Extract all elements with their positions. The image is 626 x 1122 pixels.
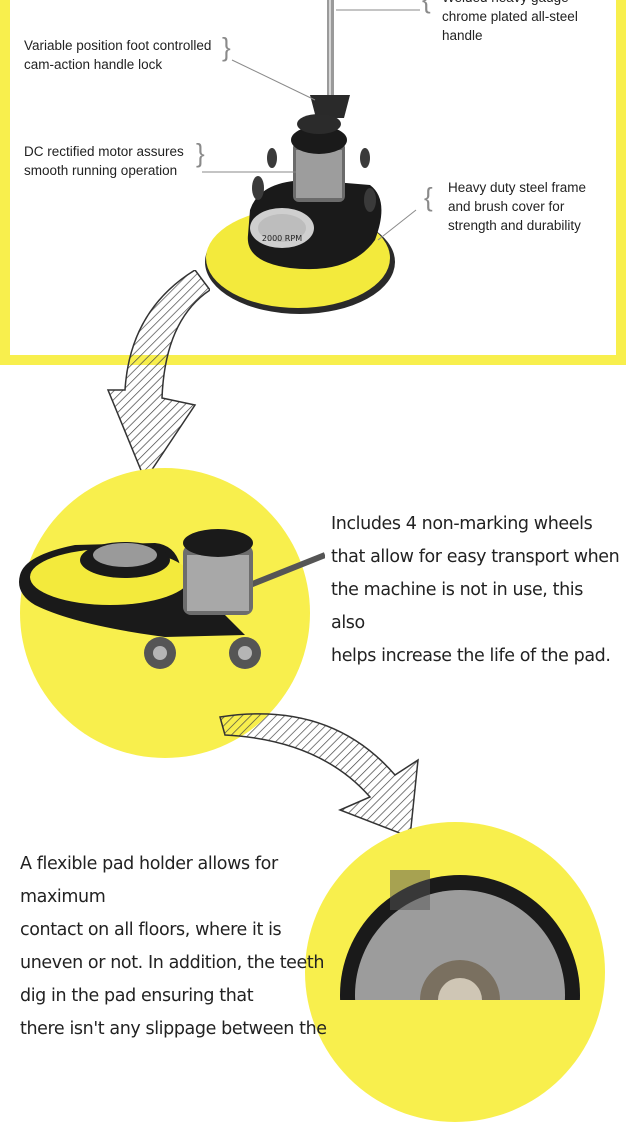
- pad-holder-image: [340, 870, 580, 1000]
- text-line: uneven or not. In addition, the teeth: [20, 953, 325, 973]
- floor-machine-image: 2000 RPM: [202, 0, 420, 314]
- text-line: helps increase the life of the pad.: [331, 646, 611, 666]
- text-line: there isn't any slippage between the: [20, 1019, 327, 1039]
- frame-callout: Heavy duty steel frame and brush cover f…: [448, 180, 587, 233]
- rpm-label: 2000 RPM: [262, 234, 302, 243]
- text-line: that allow for easy transport when: [331, 547, 620, 567]
- brace-icon: }: [196, 138, 205, 168]
- curved-arrow-icon: [106, 270, 210, 482]
- pad-description: A flexible pad holder allows for maximum…: [20, 848, 365, 1046]
- text-line: contact on all floors, where it is: [20, 920, 282, 940]
- curved-arrow-icon: [219, 713, 419, 839]
- brace-icon: {: [424, 182, 433, 212]
- text-line: Includes 4 non-marking wheels: [331, 514, 593, 534]
- wheels-description: Includes 4 non-marking wheels that allow…: [331, 508, 621, 673]
- machine-side-image: [19, 529, 325, 669]
- text-line: the machine is not in use, this also: [331, 580, 583, 633]
- text-line: A flexible pad holder allows for maximum: [20, 854, 278, 907]
- brace-icon: {: [422, 0, 431, 12]
- handle-lock-callout: Variable position foot controlled cam-ac…: [24, 38, 212, 72]
- brace-icon: }: [222, 32, 231, 62]
- text-line: dig in the pad ensuring that: [20, 986, 254, 1006]
- motor-callout: DC rectified motor assures smooth runnin…: [24, 144, 184, 178]
- handle-callout: Welded heavy gauge chrome plated all-ste…: [442, 0, 578, 43]
- feature-panel: 2000 RPM Welded heavy gauge chrome plate…: [0, 0, 626, 365]
